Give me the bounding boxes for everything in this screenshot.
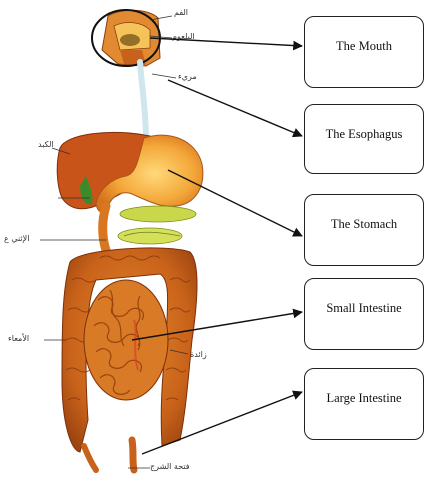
arrow-to-esophagus xyxy=(168,80,302,136)
esophagus-illustration xyxy=(140,62,146,140)
box-esophagus-label: The Esophagus xyxy=(326,127,403,142)
box-large-intestine-label: Large Intestine xyxy=(326,391,401,406)
arrow-to-stomach xyxy=(168,170,302,236)
box-large-intestine: Large Intestine xyxy=(304,368,424,440)
box-stomach: The Stomach xyxy=(304,194,424,266)
label-appendix: زائدة xyxy=(190,350,207,359)
box-mouth: The Mouth xyxy=(304,16,424,88)
label-pharynx: البلعوم xyxy=(172,32,195,41)
label-intestines-arabic: الأمعاء xyxy=(8,334,29,343)
box-esophagus: The Esophagus xyxy=(304,104,424,174)
label-mouth-cavity: الفم xyxy=(174,8,188,17)
small-intestine-illustration xyxy=(84,280,168,400)
pancreas-illustration xyxy=(118,206,196,244)
box-mouth-label: The Mouth xyxy=(336,39,392,54)
label-duodenum: الإثني ع xyxy=(4,234,29,243)
box-small-intestine-label: Small Intestine xyxy=(326,301,401,316)
label-liver: الكبد xyxy=(38,140,54,149)
box-stomach-label: The Stomach xyxy=(331,217,397,232)
label-esophagus-arabic: مريء xyxy=(178,72,197,81)
box-small-intestine: Small Intestine xyxy=(304,278,424,350)
label-anus: فتحة الشرج xyxy=(150,462,190,471)
